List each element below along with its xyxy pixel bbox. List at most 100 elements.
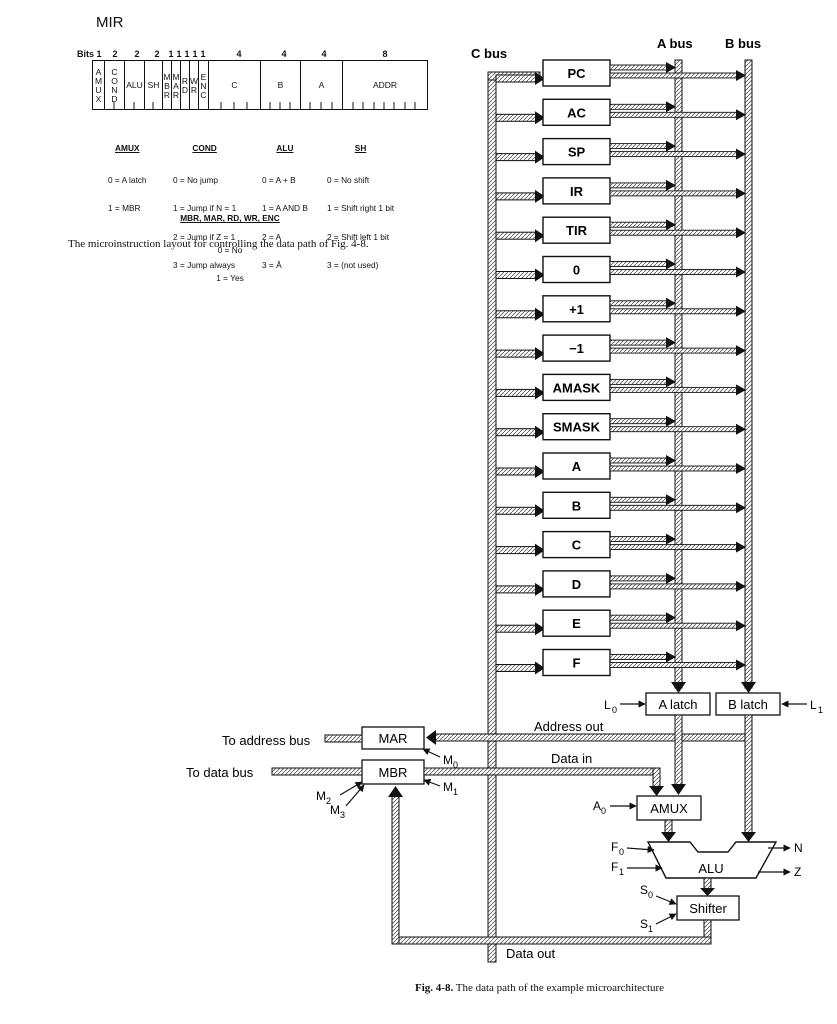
legend-alu-title: ALU: [276, 143, 294, 153]
register-row: +1: [495, 295, 746, 323]
register-label: C: [572, 538, 582, 553]
mir-field-a: A: [301, 61, 343, 109]
a-bus-output-arrow: [666, 494, 676, 506]
mir-caption: The microinstruction layout for controll…: [68, 238, 369, 250]
a-bus-output-arrow: [666, 572, 676, 584]
svg-text:2: 2: [326, 796, 331, 806]
legend-line: 0 = A + B: [262, 174, 296, 185]
legend-control-bits-title: MBR, MAR, RD, WR, ENC: [180, 213, 280, 223]
b-latch-to-alu: [741, 714, 756, 842]
a0-signal: A 0: [593, 799, 637, 816]
mbr: MBR: [361, 759, 425, 785]
c-bus-input: [495, 153, 537, 162]
a-bus-output-arrow: [666, 258, 676, 270]
legend-line: 2 = Jump if Z = 1: [173, 231, 236, 242]
b-bus-output: [609, 347, 739, 354]
b-bus-output: [609, 465, 739, 472]
register-row: IR: [495, 177, 746, 205]
c-bus-input: [495, 113, 537, 122]
b-bus-output-arrow: [736, 227, 746, 239]
b-bus: [741, 59, 756, 693]
b-bus-output: [609, 308, 739, 315]
s0-signal: S 0: [640, 883, 677, 905]
register-label: E: [572, 616, 581, 631]
register-label: AC: [567, 105, 586, 120]
b-bus-output-arrow: [736, 423, 746, 435]
register-box: [542, 530, 611, 559]
register-label: +1: [569, 302, 584, 317]
a-bus-output-arrow: [666, 455, 676, 466]
b-bus-output: [609, 386, 739, 393]
b-bus-output: [609, 269, 739, 275]
register-row: 0: [495, 255, 746, 284]
bit-width-addr: 8: [382, 49, 388, 59]
register-row: E: [495, 609, 746, 637]
data-out-path: [388, 786, 712, 945]
register-label: −1: [569, 341, 584, 356]
a-bus-output-arrow: [666, 297, 676, 309]
svg-text:M: M: [443, 753, 453, 767]
register-row: −1: [495, 334, 746, 362]
svg-text:MBR: MBR: [379, 765, 408, 780]
svg-text:M: M: [443, 780, 453, 794]
c-bus-input-arrow: [535, 307, 545, 321]
z-output: Z: [758, 865, 801, 879]
c-bus-input: [495, 74, 537, 83]
svg-text:To address bus: To address bus: [222, 733, 311, 748]
bit-width-wr: 1: [192, 49, 198, 59]
a-bus-output-arrow: [666, 101, 676, 113]
register-box: [542, 452, 611, 480]
amux-to-alu: [661, 819, 676, 842]
b-bus-output-arrow: [736, 502, 746, 514]
mir-field-wr: WR: [189, 61, 199, 109]
c-bus-input: [495, 231, 537, 240]
b-bus-output-arrow: [736, 620, 746, 632]
legend-line: 3 = (not used): [327, 260, 379, 270]
register-box: [542, 295, 611, 323]
register-label: TIR: [566, 223, 588, 238]
a-bus-output: [609, 614, 669, 621]
s1-signal: S 1: [640, 913, 677, 934]
b-bus-output: [609, 426, 739, 433]
c-bus-input: [495, 624, 537, 633]
bit-width-mar: 1: [176, 49, 182, 59]
b-bus-output: [609, 72, 739, 79]
mir-register: AMUX COND ALU SH MBR MAR RD WR ENC C B A…: [92, 60, 428, 110]
a-latch: A latch: [645, 692, 711, 716]
legend-line: 0 = A latch: [108, 174, 147, 185]
a-bus-output-arrow: [666, 651, 676, 663]
c-bus-label: C bus: [471, 46, 507, 61]
a-bus-output-arrow: [666, 376, 676, 388]
c-bus-input-arrow: [535, 111, 545, 125]
c-bus-input-arrow: [535, 425, 545, 439]
b-bus-output: [609, 544, 739, 551]
svg-text:F: F: [611, 840, 618, 854]
c-bus-input: [495, 664, 537, 672]
c-bus-input: [495, 546, 537, 555]
register-row: SMASK: [495, 413, 746, 441]
svg-text:ALU: ALU: [698, 861, 723, 876]
l0-signal: L 0: [604, 698, 646, 715]
bit-width-cond: 2: [112, 49, 118, 59]
svg-text:MAR: MAR: [379, 731, 408, 746]
b-bus-output-arrow: [736, 266, 746, 278]
register-box: [542, 373, 611, 402]
b-bus-output: [609, 583, 739, 590]
svg-text:M: M: [316, 789, 326, 803]
legend-sh-title: SH: [354, 143, 367, 153]
c-bus-input: [495, 271, 537, 279]
to-address-bus: To address bus: [222, 733, 363, 748]
figure-caption-text: The data path of the example microarchit…: [453, 982, 665, 994]
a-bus-output-arrow: [666, 612, 676, 624]
register-box: [542, 177, 611, 205]
b-bus-output-arrow: [736, 148, 746, 160]
register-label: AMASK: [553, 380, 601, 395]
register-box: [542, 413, 611, 441]
m0-signal: M 0: [422, 748, 458, 770]
b-bus-output-arrow: [736, 463, 746, 474]
b-bus-output-arrow: [736, 305, 746, 317]
bit-width-b: 4: [281, 49, 287, 59]
b-bus-output: [609, 504, 739, 511]
